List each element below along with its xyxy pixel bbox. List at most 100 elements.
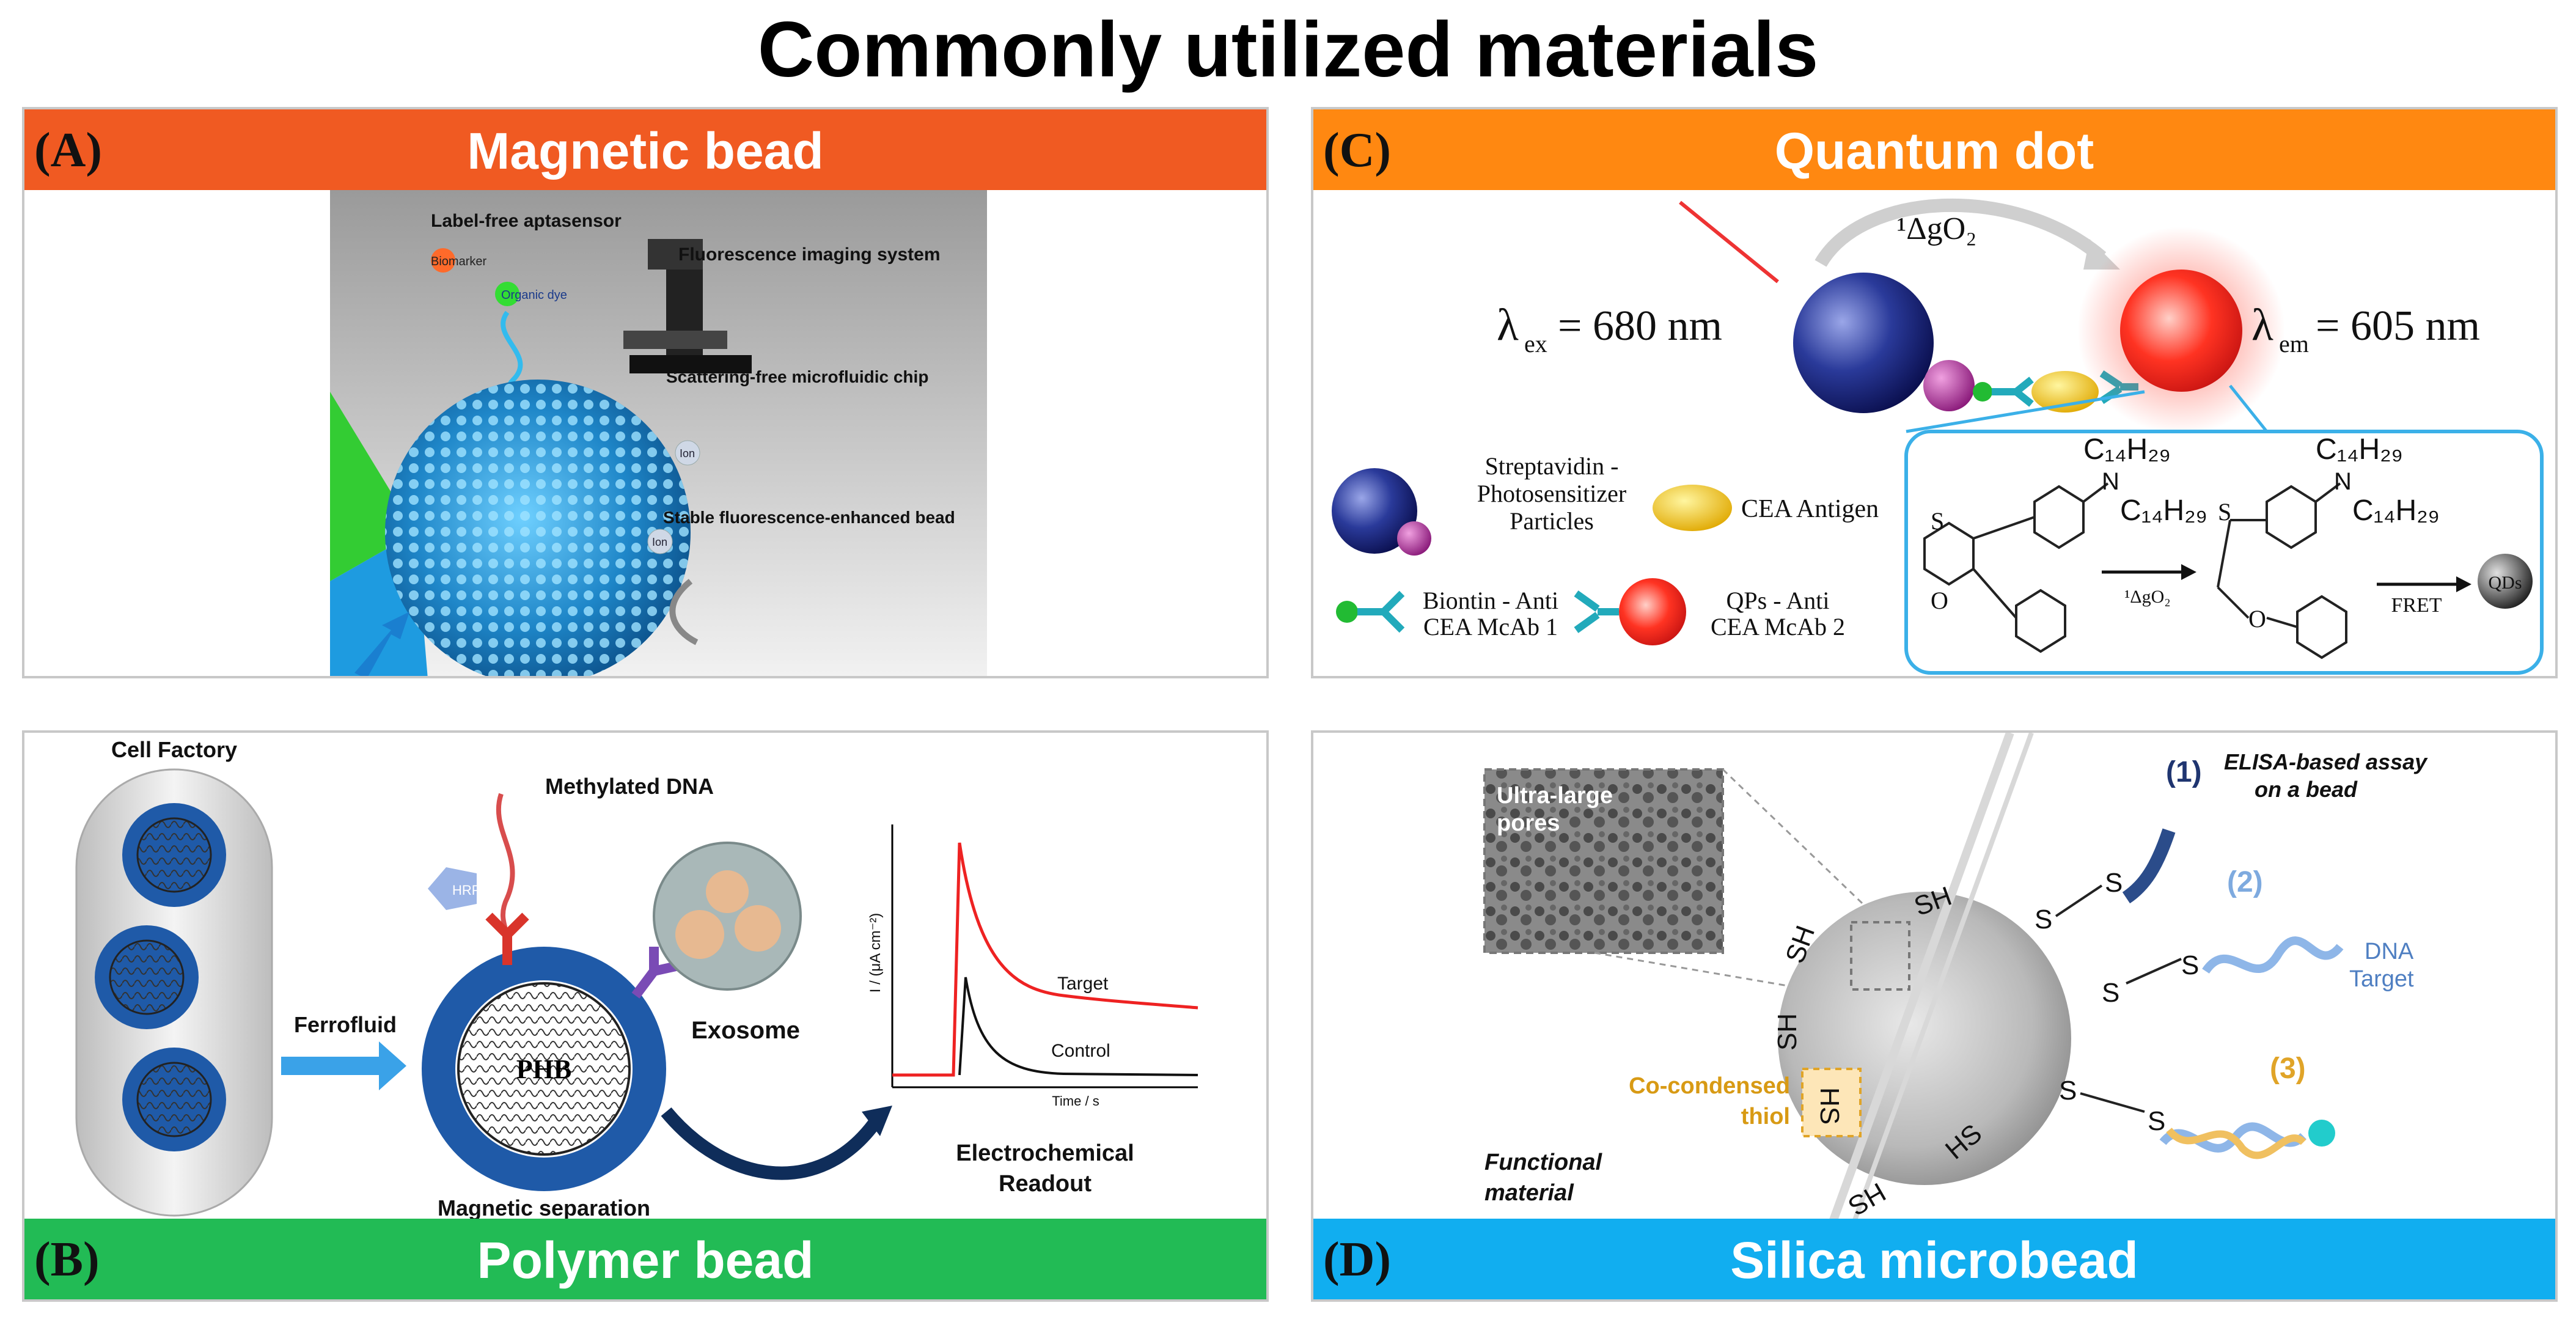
porous-inset [1483, 768, 1724, 954]
arrow-1-label: ¹ΔgO₂ [2124, 587, 2170, 607]
biomarker-label: Biomarker [431, 255, 486, 268]
stable-bead-label: Stable fluorescence-enhanced bead [663, 508, 955, 527]
legend-antibody-2 [1574, 590, 1619, 633]
dioxene-o: O [1931, 587, 1948, 614]
panel-c-title: Quantum dot [1774, 122, 2094, 180]
callout-line-1 [1906, 390, 2145, 433]
hs-label-1: HS [1815, 1087, 1844, 1125]
chain-side-left: C₁₄H₂₉ [2120, 494, 2207, 527]
cell-bead-2 [95, 925, 199, 1029]
s-label-2a: S [2102, 978, 2119, 1008]
legend-biotin-line1: Biontin - Anti [1423, 587, 1558, 614]
lambda-ex-symbol: λ [1497, 300, 1519, 350]
legend-purple-sphere [1397, 521, 1431, 556]
exosome-label: Exosome [691, 1017, 800, 1044]
photosensitizer-sphere [1793, 273, 1934, 413]
step3-number: (3) [2270, 1052, 2306, 1085]
chain-side-right: C₁₄H₂₉ [2352, 494, 2440, 527]
legend-blue-sphere [1332, 468, 1417, 554]
fluorophore-dot [2308, 1120, 2335, 1147]
protein-ribbon [2122, 828, 2176, 904]
inset-guide-1 [1722, 768, 1877, 917]
ss-bond-1 [2055, 884, 2103, 917]
legend-strep-line2: Photosensitizer [1477, 480, 1626, 507]
slice-line-2 [1852, 733, 2034, 1222]
bead-surface-texture [385, 380, 691, 676]
exosome-core-3 [706, 870, 749, 913]
lambda-em-value: = 605 nm [2316, 303, 2480, 350]
phb-bead [422, 947, 666, 1191]
ss-bond-2 [2126, 958, 2182, 985]
legend-red-sphere [1619, 578, 1686, 645]
s-label-1a: S [2035, 905, 2052, 934]
flow-arrow [669, 579, 699, 645]
chart-y-label: I / (μA cm⁻²) [867, 913, 884, 993]
panel-a-letter: (A) [34, 123, 103, 177]
dna-helix-2 [2202, 936, 2344, 974]
hrp-enzyme-shape [428, 867, 477, 910]
legend-antibody-1 [1336, 590, 1405, 633]
lambda-ex-subscript: ex [1524, 330, 1547, 358]
organic-dye-dot [495, 282, 519, 306]
biomarker-dot [431, 248, 455, 273]
dioxene-s: S [1931, 507, 1944, 535]
cell-bead-3 [122, 1048, 226, 1151]
cocondensed-label-1: Co-condensed [1629, 1073, 1790, 1099]
panel-d: Ultra-large pores Co-condensed thiol Fun… [1311, 730, 2558, 1302]
chain-n-right: N [2334, 468, 2352, 495]
cocondensed-label-2: thiol [1741, 1104, 1790, 1129]
slice-line-1 [1829, 733, 2014, 1222]
step2-label-1: DNA [2365, 939, 2414, 964]
ultra-large-label-2: pores [1497, 810, 1560, 836]
product-structure [2217, 482, 2347, 659]
functional-label-2: material [1484, 1180, 1574, 1206]
microscope-icon [623, 239, 752, 373]
quantum-dot-illustration: ¹ΔgO₂ λ ex = 680 nm λ em = 605 nm Strept… [1332, 199, 2544, 675]
arrow-2-label: FRET [2391, 594, 2442, 617]
target-label: Target [1057, 974, 1109, 994]
panel-a-header: (A) Magnetic bead [24, 109, 1266, 190]
label-free-aptasensor-label: Label-free aptasensor [431, 211, 622, 231]
cell-factory-label: Cell Factory [111, 737, 237, 762]
functional-label-1: Functional [1484, 1150, 1603, 1175]
organic-dye-label: Organic dye [501, 288, 567, 302]
singlet-oxygen-label: ¹ΔgO₂ [1897, 211, 1977, 246]
product-s: S [2218, 498, 2231, 526]
step1-label-1: ELISA-based assay [2224, 749, 2428, 774]
cell-bead-1 [122, 803, 226, 907]
exosome-body [653, 842, 802, 991]
bead-zoom-box [1850, 921, 1910, 991]
chart-x-label: Time / s [1052, 1093, 1099, 1109]
ion-bubble-2 [647, 529, 673, 554]
streptavidin-sphere [1923, 360, 1975, 411]
microfluidic-chip-label: Scattering-free microfluidic chip [666, 367, 928, 386]
arrow-1-head [2181, 564, 2196, 580]
chain-n-left: N [2102, 468, 2119, 495]
hrp-label: HRP [452, 883, 480, 898]
page-title: Commonly utilized materials [757, 6, 1819, 94]
fluorescence-system-label: Fluorescence imaging system [678, 244, 941, 265]
antibody-red [485, 912, 529, 965]
ferrofluid-label: Ferrofluid [294, 1012, 397, 1037]
lambda-em-subscript: em [2279, 330, 2309, 358]
panel-d-title: Silica microbead [1730, 1231, 2138, 1289]
readout-label-2: Readout [999, 1171, 1092, 1197]
panel-c: (C) Quantum dot ¹ΔgO₂ [1311, 107, 2558, 678]
magnetic-bead-illustration: Label-free aptasensor Biomarker Organic … [330, 190, 987, 676]
product-o: O [2248, 605, 2266, 633]
legend-yellow-antigen [1653, 485, 1732, 531]
legend-strep-line1: Streptavidin - [1485, 452, 1619, 480]
sh-label-3: SH [1772, 1013, 1802, 1051]
reaction-box [1904, 430, 2544, 675]
lambda-ex-value: = 680 nm [1558, 303, 1722, 350]
legend-qps-line2: CEA McAb 2 [1711, 613, 1845, 640]
panel-d-letter: (D) [1323, 1233, 1392, 1286]
chain-top-right: C₁₄H₂₉ [2316, 433, 2403, 466]
s-label-3b: S [2148, 1106, 2165, 1136]
step2-number: (2) [2227, 866, 2263, 898]
legend-qps-line1: QPs - Anti [1727, 587, 1830, 614]
target-curve [892, 842, 1198, 1077]
silica-bead [1778, 892, 2071, 1185]
curved-arrow-head [862, 1106, 892, 1136]
step2-label-2: Target [2349, 966, 2414, 992]
